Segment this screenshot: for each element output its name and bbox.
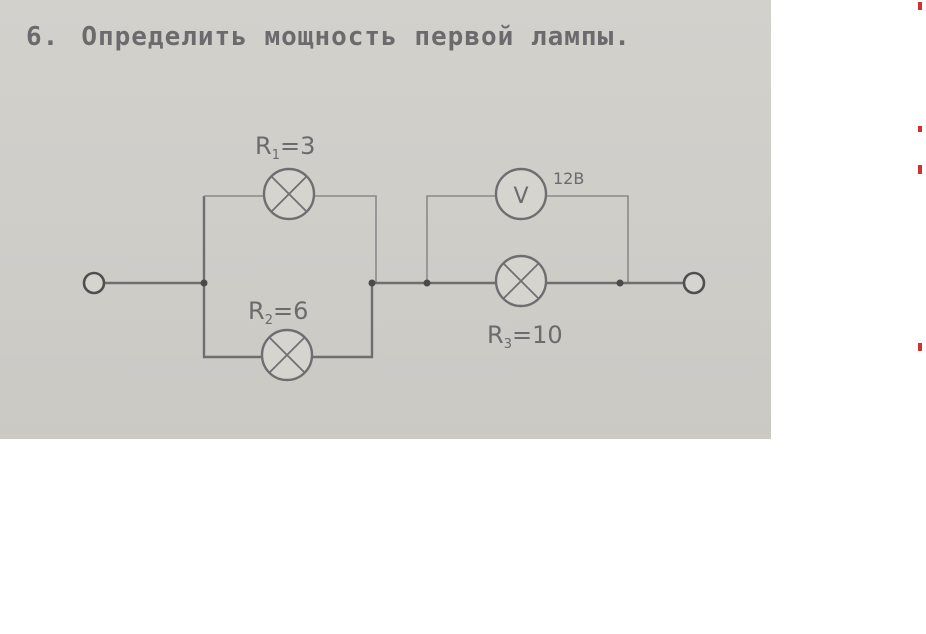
lamp-3-label: R3=10	[487, 321, 563, 352]
voltmeter: V	[494, 167, 548, 221]
node-middle-right	[423, 279, 431, 287]
lamp-2	[260, 328, 314, 382]
problem-text: Определить мощность первой лампы.	[81, 22, 631, 52]
node-left	[200, 279, 208, 287]
lamp-3	[494, 254, 548, 308]
problem-title: 6. Определить мощность первой лампы.	[26, 22, 631, 52]
lamp-2-label: R2=6	[248, 297, 308, 328]
problem-number: 6.	[26, 22, 60, 52]
lamp-1	[262, 167, 316, 221]
voltmeter-symbol: V	[513, 184, 528, 209]
edge-mark	[918, 2, 922, 10]
circuit-diagram: V R1=3 R2=6 R3=10 12В	[82, 132, 706, 382]
wire-upper-right	[314, 195, 377, 283]
edge-mark	[918, 165, 922, 174]
edge-mark	[918, 126, 922, 132]
wire-lower-right	[312, 283, 374, 359]
voltmeter-reading: 12В	[553, 169, 584, 188]
edge-mark	[918, 343, 922, 351]
photo-background: 6. Определить мощность первой лампы.	[0, 0, 771, 439]
output-terminal	[682, 271, 706, 295]
input-terminal	[82, 271, 106, 295]
wire-voltmeter-left	[426, 195, 496, 283]
wire-lower-left	[202, 283, 262, 359]
wire-voltmeter-right	[546, 195, 629, 283]
lamp-1-label: R1=3	[255, 132, 315, 163]
node-middle-left	[368, 279, 376, 287]
node-right	[616, 279, 624, 287]
